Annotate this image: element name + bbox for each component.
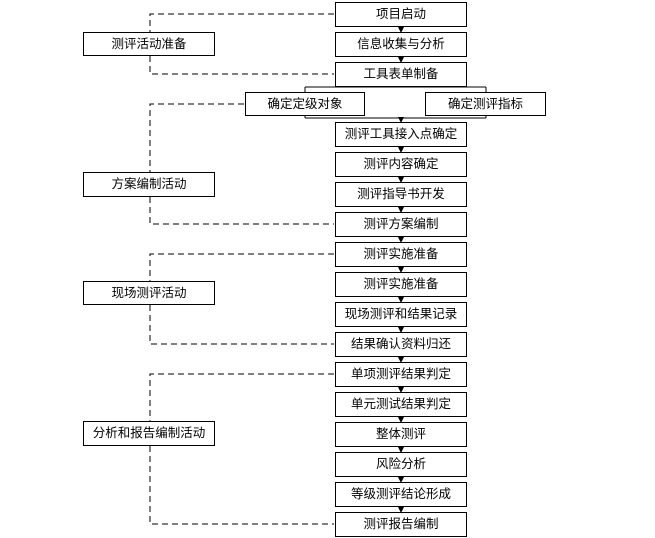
step-conclusion: 等级测评结论形成 — [335, 482, 467, 507]
step-impl-prep-1: 测评实施准备 — [335, 242, 467, 267]
phase-1-bracket-bottom — [149, 56, 334, 75]
phase-2-bracket-bottom — [149, 197, 334, 225]
step-onsite-record: 现场测评和结果记录 — [335, 302, 467, 327]
step-project-start: 项目启动 — [335, 2, 467, 27]
step-tool-prep: 工具表单制备 — [335, 62, 467, 87]
step-report: 测评报告编制 — [335, 512, 467, 537]
phase-onsite: 现场测评活动 — [83, 281, 215, 305]
phase-3-bracket-bottom — [149, 305, 334, 345]
step-confirm-return: 结果确认资料归还 — [335, 332, 467, 357]
phase-4-bracket-top — [149, 373, 334, 421]
phase-preparation: 测评活动准备 — [83, 32, 215, 56]
phase-3-bracket-top — [149, 253, 334, 281]
phase-4-bracket-bottom — [149, 446, 334, 525]
step-info-collection: 信息收集与分析 — [335, 32, 467, 57]
step-plan-compile: 测评方案编制 — [335, 212, 467, 237]
phase-1-bracket-top — [149, 13, 334, 32]
step-content: 测评内容确定 — [335, 152, 467, 177]
step-single-judge: 单项测评结果判定 — [335, 362, 467, 387]
step-guide-dev: 测评指导书开发 — [335, 182, 467, 207]
branch-evaluation-index: 确定测评指标 — [425, 92, 546, 116]
step-impl-prep-2: 测评实施准备 — [335, 272, 467, 297]
step-access-point: 测评工具接入点确定 — [335, 122, 467, 147]
step-overall: 整体测评 — [335, 422, 467, 447]
step-unit-judge: 单元测试结果判定 — [335, 392, 467, 417]
step-risk: 风险分析 — [335, 452, 467, 477]
phase-analysis-report: 分析和报告编制活动 — [83, 421, 215, 446]
phase-2-bracket-top — [149, 103, 244, 172]
phase-plan-compilation: 方案编制活动 — [83, 172, 215, 197]
branch-grading-target: 确定定级对象 — [245, 92, 365, 116]
